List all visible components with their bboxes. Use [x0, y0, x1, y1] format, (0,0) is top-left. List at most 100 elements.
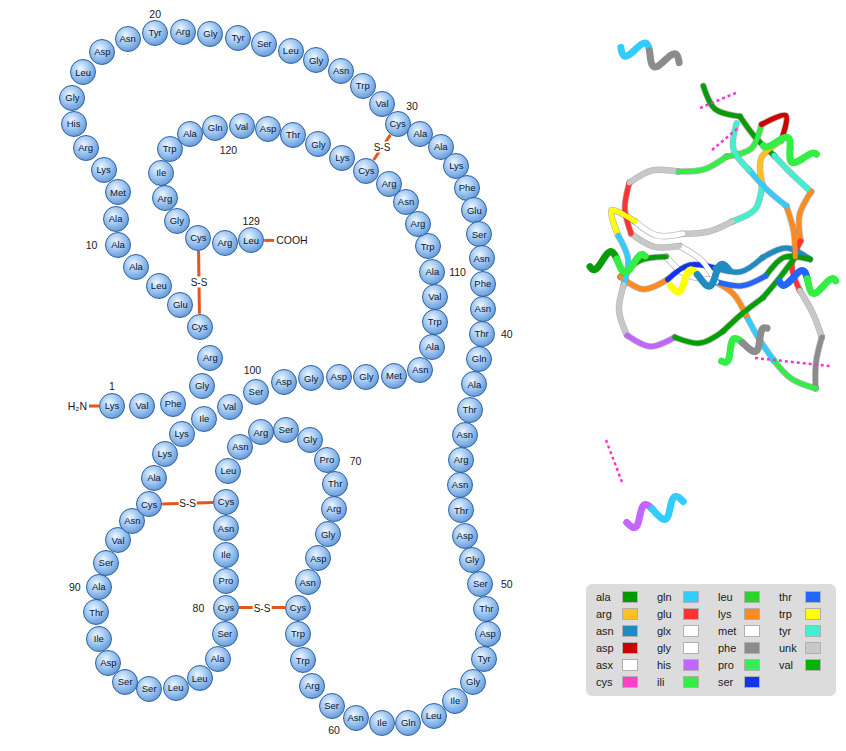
legend-text: ser — [718, 677, 733, 688]
residue-name: Thr — [454, 506, 468, 516]
residue-name: Thr — [479, 604, 493, 614]
ribbon-outline — [627, 335, 675, 346]
residue-circle: Asn — [469, 245, 495, 271]
residue-name: Arg — [157, 194, 172, 204]
residue-circle: Arg — [376, 171, 402, 197]
residue-name: Ser — [324, 701, 339, 711]
residue-circle: Asp — [255, 116, 281, 142]
residue-name: Ala — [92, 582, 106, 592]
legend-swatch — [622, 591, 638, 603]
residue-circle: Cys — [285, 595, 311, 621]
ribbon-outline — [815, 337, 821, 388]
residue-number: 110 — [449, 266, 466, 277]
residue-circle: Asn — [452, 422, 478, 448]
residue-circle: Leu — [70, 59, 96, 85]
ribbon-outline — [799, 192, 811, 241]
residue-circle: Gly — [189, 373, 215, 399]
residue-name: Ser — [217, 629, 232, 639]
residue-name: Asn — [452, 480, 468, 490]
ribbon-segment — [815, 337, 821, 388]
legend-swatch — [744, 642, 760, 654]
residue-circle: Ile — [148, 160, 174, 186]
residue-name: Ile — [377, 718, 387, 728]
residue-name: Leu — [426, 711, 442, 721]
helix-ribbon — [743, 328, 767, 352]
residue-circle: Thr — [469, 321, 495, 347]
residue-name: Ala — [109, 214, 123, 224]
residue-name: Tyr — [477, 654, 490, 664]
residue-circle: Gln — [466, 346, 492, 372]
residue-number: 1 — [109, 380, 115, 391]
terminus-label: COOH — [276, 235, 308, 246]
residue-circle: Arg — [197, 345, 223, 371]
residue-circle: Gly — [315, 521, 341, 547]
residue-circle: Thr — [473, 596, 499, 622]
residue-circle: Gly — [298, 365, 324, 391]
legend-swatch — [805, 591, 821, 603]
residue-circle: Leu — [215, 458, 241, 484]
residue-name: Glu — [467, 206, 482, 216]
ribbon-segment — [800, 290, 822, 337]
residue-circle: Lys — [329, 145, 355, 171]
residue-name: Phe — [474, 279, 491, 289]
residue-number: 10 — [86, 240, 98, 251]
ribbon-segment — [627, 335, 675, 346]
residue-circle: Asn — [343, 705, 369, 731]
residue-circle: Ser — [212, 621, 238, 647]
residue-circle: Leu — [421, 703, 447, 729]
residue-name: Gly — [303, 435, 317, 445]
residue-name: Met — [110, 188, 126, 198]
residue-circle: Arg — [448, 447, 474, 473]
residue-name: Ile — [221, 550, 231, 560]
residue-circle: Thr — [322, 471, 348, 497]
residue-circle: His — [61, 111, 87, 137]
residue-name: Asp — [479, 629, 495, 639]
residue-circle: Ala — [461, 371, 487, 397]
residue-name: Ser — [473, 579, 488, 589]
residue-circle: Arg — [299, 673, 325, 699]
residue-name: Gly — [466, 677, 480, 687]
residue-name: Tyr — [231, 33, 244, 43]
residue-name: Gly — [465, 555, 479, 565]
residue-circle: Gly — [303, 47, 329, 73]
residue-name: Ala — [211, 654, 225, 664]
residue-circle: Asn — [407, 357, 433, 383]
ribbon-segment — [749, 170, 786, 206]
residue-name: Asp — [94, 47, 110, 57]
residue-name: Ala — [434, 142, 448, 152]
residue-name: Asn — [232, 442, 248, 452]
residue-circle: Cys — [213, 595, 239, 621]
residue-circle: Glu — [167, 292, 193, 318]
residue-name: Arg — [327, 504, 342, 514]
residue-name: Ser — [99, 558, 114, 568]
helix-ribbon — [621, 43, 650, 56]
ribbon-outline — [800, 290, 822, 337]
legend-text: asp — [596, 643, 614, 654]
legend-text: tyr — [779, 626, 791, 637]
legend-text: cys — [596, 677, 613, 688]
legend-text: leu — [718, 592, 733, 603]
residue-circle: Trp — [157, 136, 183, 162]
residue-circle: Ile — [213, 542, 239, 568]
residue-name: Cys — [218, 603, 234, 613]
helix-ribbon — [790, 148, 817, 163]
residue-name: Arg — [78, 143, 93, 153]
residue-circle: Leu — [163, 675, 189, 701]
helix-ribbon — [652, 496, 683, 519]
residue-circle: Arg — [212, 230, 238, 256]
residue-name: Arg — [203, 353, 218, 363]
residue-name: Ile — [199, 414, 209, 424]
residue-name: Ala — [426, 342, 440, 352]
helix-ribbon — [590, 252, 617, 270]
residue-name: Gly — [170, 216, 184, 226]
residue-circle: Ala — [86, 574, 112, 600]
residue-number: 120 — [220, 145, 238, 156]
residue-circle: Lys — [99, 393, 125, 419]
residue-name: Gln — [208, 123, 223, 133]
legend-text: ala — [596, 592, 611, 603]
legend-swatch — [744, 608, 760, 620]
legend-text: lys — [718, 609, 731, 620]
residue-circle: Asp — [326, 364, 352, 390]
residue-circle: Gly — [305, 131, 331, 157]
